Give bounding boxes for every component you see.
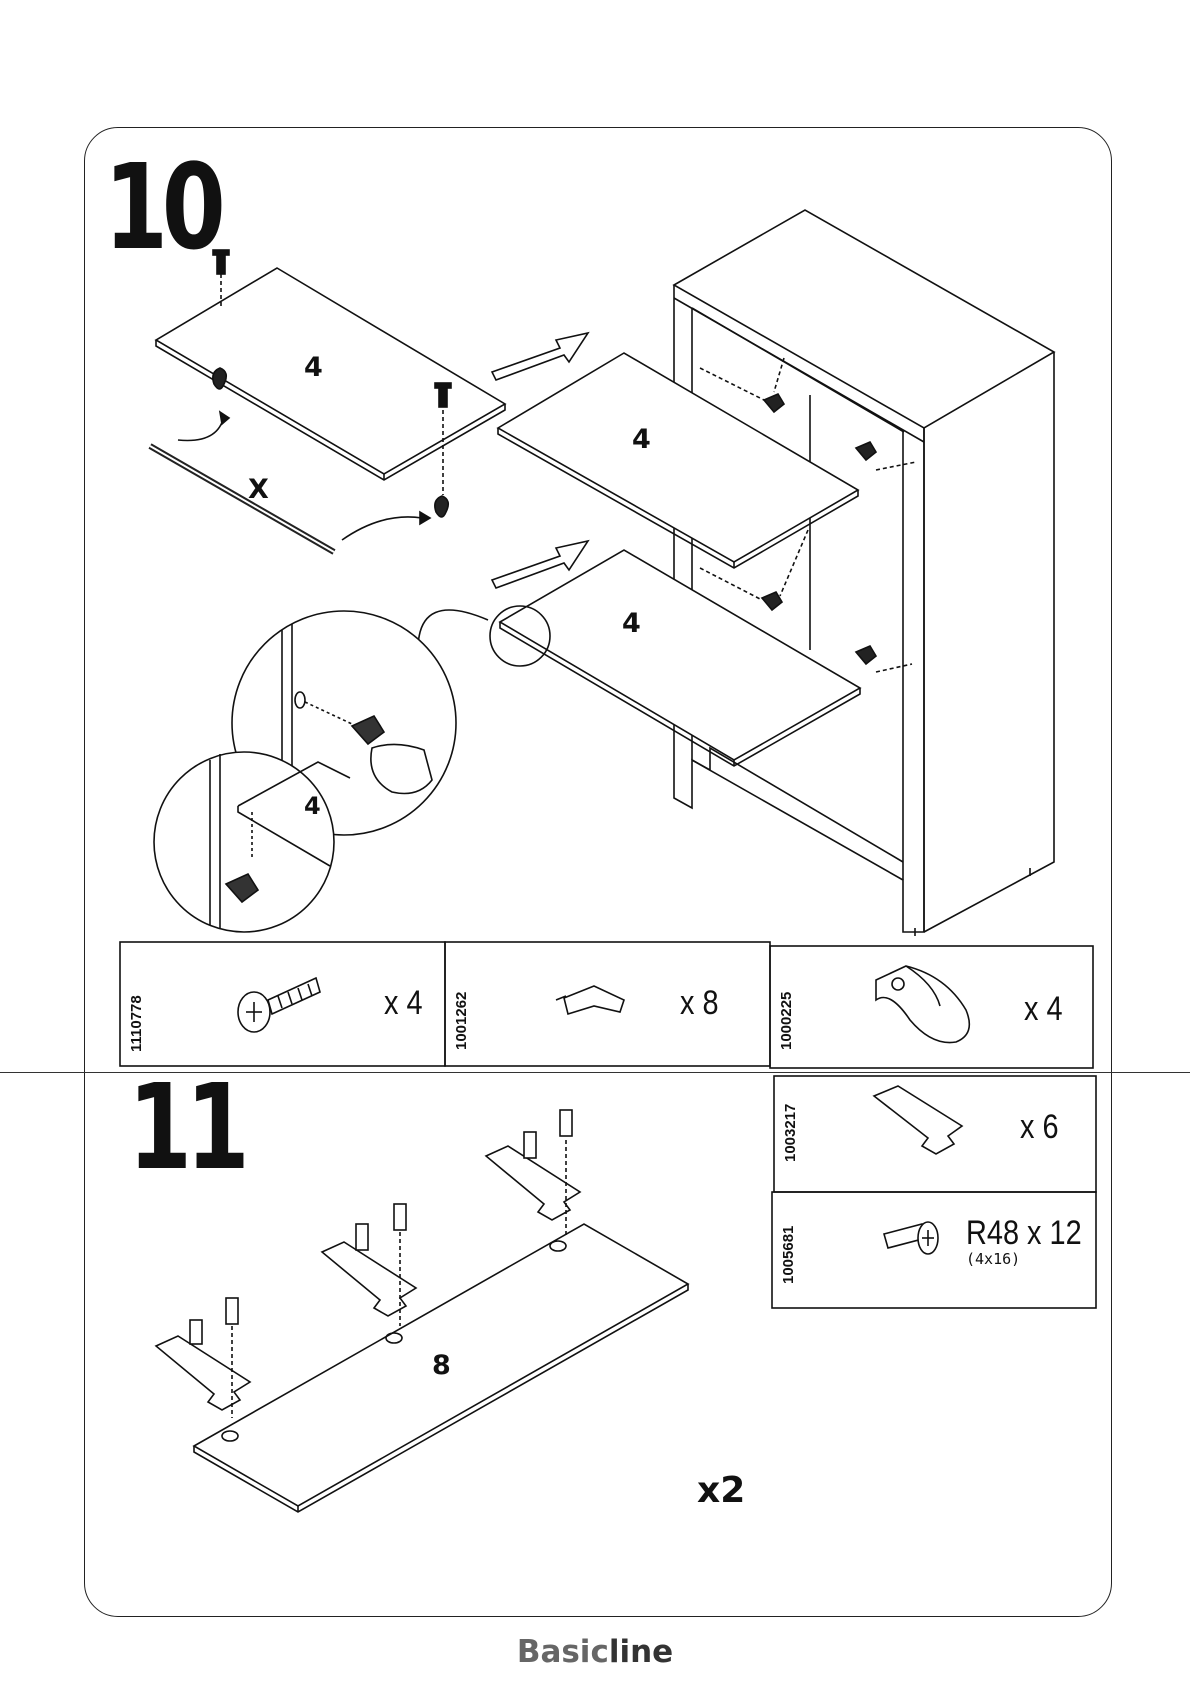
panel-label-shelf-upper: 4: [632, 424, 651, 455]
screw-icon: [238, 978, 320, 1032]
shelf-panel-upper: [498, 353, 858, 568]
part-code: 1005681: [780, 1226, 797, 1284]
connector-rod: [150, 446, 334, 552]
part-quantity: x 8: [680, 984, 719, 1023]
part-quantity: R48 x 12: [966, 1214, 1082, 1253]
detail-circle-lower: [154, 752, 334, 932]
part-code: 1003217: [782, 1104, 799, 1162]
handle-clip-icon: [435, 496, 448, 517]
part-code: 1000225: [778, 992, 795, 1050]
brand-part-1: Basic: [517, 1634, 609, 1670]
hinge-icon: [874, 1086, 962, 1154]
part-quantity: x 4: [384, 984, 423, 1023]
curved-arrow: [342, 517, 422, 540]
panel-label-connector: X: [248, 474, 269, 505]
wood-screw-icon: [884, 1222, 938, 1254]
cabinet-carcass: [674, 210, 1054, 936]
part-code: 1001262: [453, 992, 470, 1050]
part-code: 1110778: [128, 995, 145, 1052]
panel-label-detail-shelf: 4: [304, 792, 321, 820]
curved-arrow: [178, 416, 224, 441]
part-quantity: x 4: [1024, 990, 1063, 1029]
brand-part-2: line: [609, 1634, 673, 1670]
shelf-panel-top-left: [156, 268, 505, 480]
panel-label-shelf-top-left: 4: [304, 352, 323, 383]
panel-label-door: 8: [432, 1350, 451, 1381]
part-quantity: x 6: [1020, 1108, 1059, 1147]
shelf-panel-lower: [500, 550, 860, 766]
part-size-note: (4x16): [966, 1250, 1020, 1268]
panel-label-shelf-lower: 4: [622, 608, 641, 639]
handle-clip-icon: [876, 966, 969, 1043]
brand-logo: Basicline: [0, 1634, 1190, 1670]
direction-arrow: [492, 333, 588, 380]
multiplier-label: x2: [697, 1470, 745, 1511]
shelf-support-icon: [556, 986, 624, 1014]
